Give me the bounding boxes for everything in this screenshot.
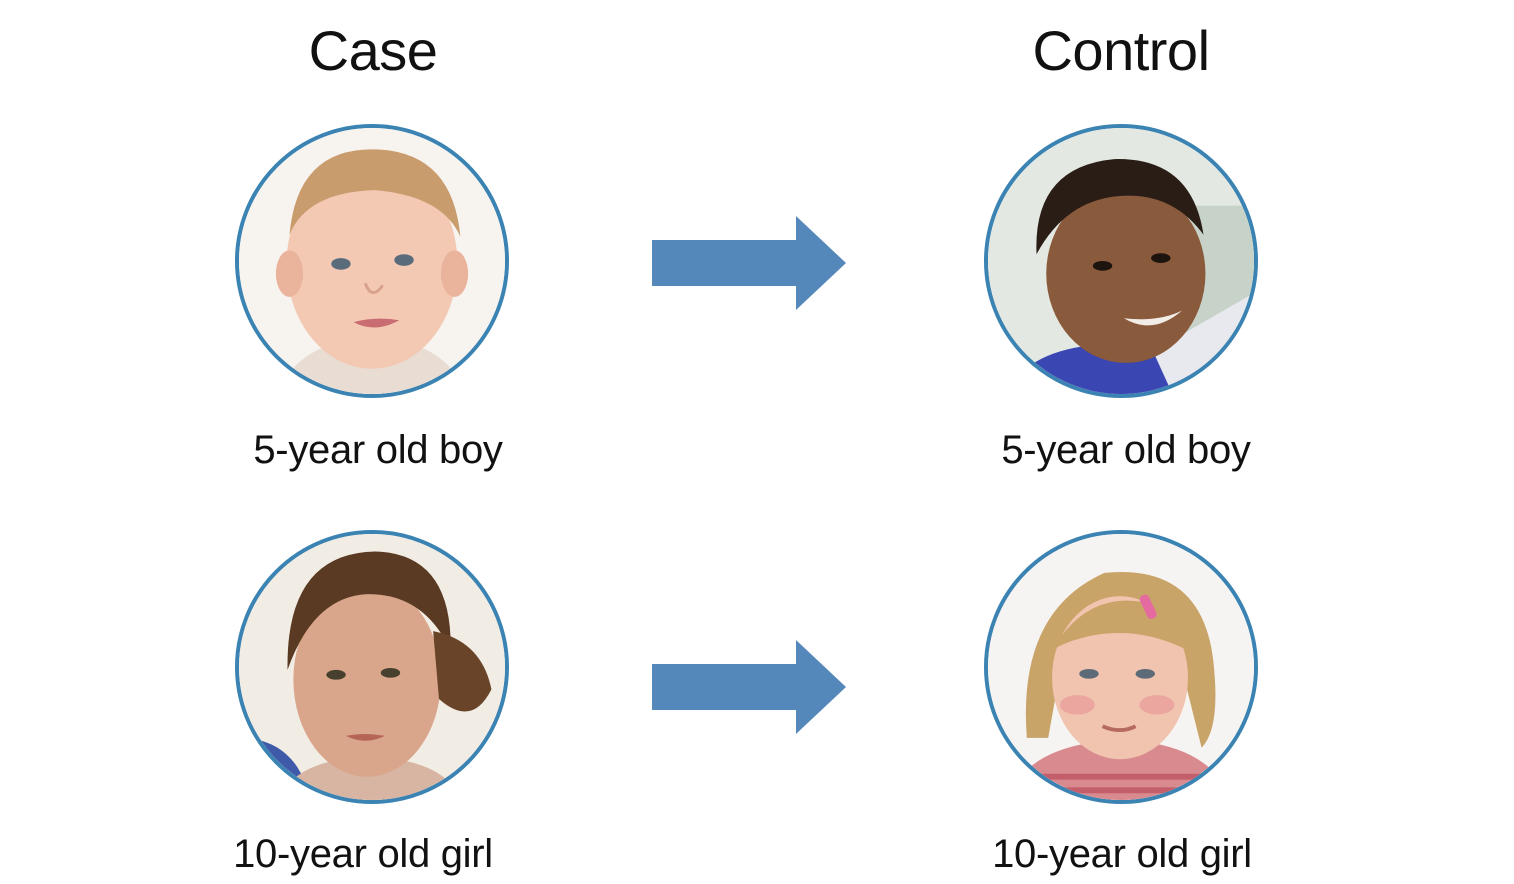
case-caption-row1: 5-year old boy <box>253 428 503 472</box>
case-girl-photo <box>235 530 509 804</box>
arrow-right-icon <box>652 640 848 734</box>
control-boy-photo <box>984 124 1258 398</box>
control-heading: Control <box>1032 19 1210 82</box>
case-caption-row2: 10-year old girl <box>233 832 493 876</box>
control-girl-photo <box>984 530 1258 804</box>
control-caption-row2: 10-year old girl <box>992 832 1252 876</box>
control-caption-row1: 5-year old boy <box>1001 428 1251 472</box>
arrow-right-icon <box>652 216 848 310</box>
case-boy-photo <box>235 124 509 398</box>
case-heading: Case <box>308 19 438 82</box>
